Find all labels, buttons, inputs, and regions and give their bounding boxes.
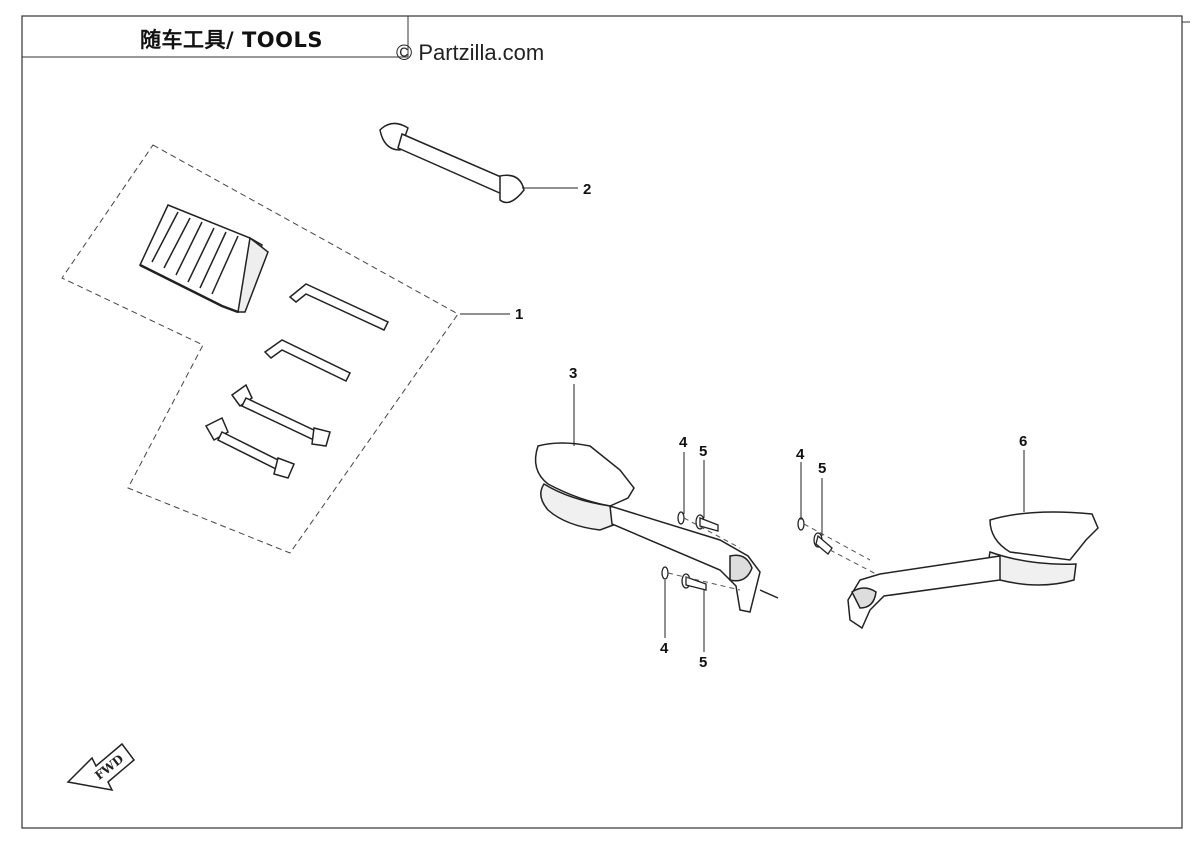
fwd-arrow-icon: FWD — [66, 742, 136, 792]
title-block — [22, 16, 1190, 58]
callout-5-lower: 5 — [699, 654, 707, 671]
wrench-upper — [230, 383, 331, 447]
right-mirror — [847, 511, 1099, 630]
washer-left-upper — [677, 511, 685, 525]
callout-4-upper-left: 4 — [679, 434, 688, 451]
left-mirror — [534, 442, 779, 613]
callout-4-lower: 4 — [660, 640, 669, 657]
assembly-lines — [667, 517, 877, 591]
tool-kit-outline — [61, 144, 459, 554]
bolt-left-upper — [695, 514, 719, 532]
callout-2: 2 — [583, 181, 591, 198]
callout-6: 6 — [1019, 433, 1027, 450]
hex-key-large — [288, 283, 390, 331]
tool-roll-bag — [139, 204, 269, 314]
callout-3: 3 — [569, 365, 577, 382]
leader-lines — [460, 187, 1025, 652]
drawing-border — [21, 15, 1183, 829]
wrench-lower — [204, 416, 295, 479]
spanner-bar — [379, 122, 525, 204]
callout-5-upper-left: 5 — [699, 443, 707, 460]
drawing-title: 随车工具/ TOOLS — [140, 28, 324, 52]
callout-4-right: 4 — [796, 446, 805, 463]
callout-5-right: 5 — [818, 460, 826, 477]
callout-1: 1 — [515, 306, 523, 323]
hex-key-small — [263, 339, 352, 382]
watermark-text: © Partzilla.com — [396, 40, 545, 65]
bolt-right — [813, 532, 833, 555]
bolt-left-lower — [681, 573, 707, 591]
washer-left-lower — [661, 566, 669, 580]
